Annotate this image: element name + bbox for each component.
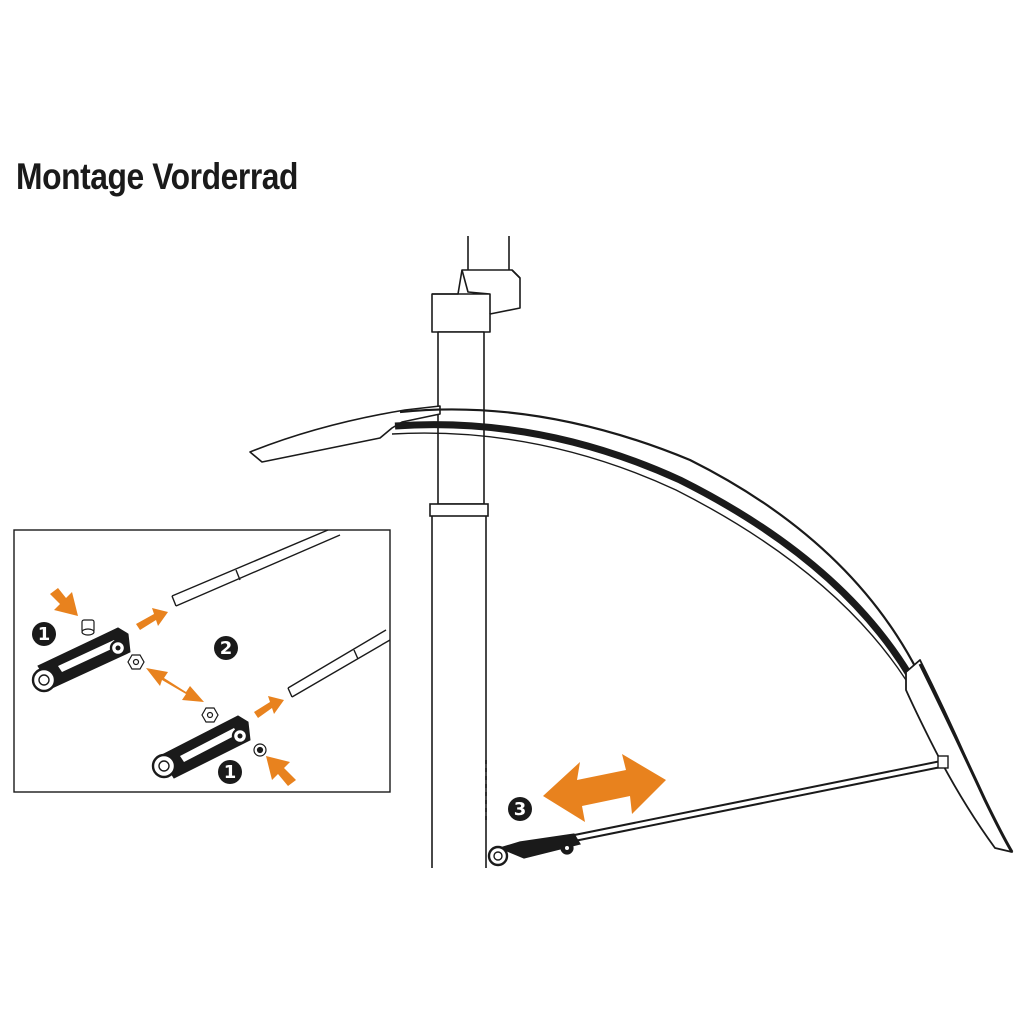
inset-bolt-lower: [253, 743, 267, 757]
step-number-1b: 1: [224, 762, 237, 783]
step-badge-1a: 1: [32, 622, 56, 646]
detail-inset: 1 2 1: [13, 529, 391, 793]
fender-arc-inner: [391, 432, 907, 681]
arrow-icon: [136, 608, 168, 630]
fender: [249, 405, 1014, 853]
step-badge-3: 3: [508, 797, 532, 821]
step-number-3: 3: [514, 799, 527, 820]
fender-stay: [487, 755, 949, 867]
inset-nut-upper: [127, 654, 145, 670]
inset-rod-upper: [171, 529, 341, 607]
step-badge-2: 2: [214, 636, 238, 660]
step-number-1a: 1: [38, 624, 51, 645]
step-number-2: 2: [220, 638, 233, 659]
fork-crown-face: [432, 269, 521, 314]
clamp-upper-highlight: [58, 640, 118, 672]
stay-rod-b: [519, 765, 947, 853]
fork-stanchion: [437, 331, 485, 505]
inset-nut-lower: [201, 707, 219, 723]
double-arrow-icon: [146, 668, 204, 702]
stay-rod-a: [519, 759, 947, 847]
stay-end-cap: [937, 755, 949, 769]
arrow-icon: [50, 588, 78, 616]
step-badge-icon: [218, 760, 242, 784]
inset-arrows: [50, 588, 296, 786]
clamp-upper-bolt-center: [115, 645, 121, 651]
fender-arc-band: [394, 421, 913, 678]
clamp-lower-bolt-center: [237, 733, 243, 739]
page-title: Montage Vorderrad: [16, 156, 299, 197]
inset-clamp-upper: [31, 627, 131, 693]
step-badge-icon: [508, 797, 532, 821]
fork-assembly: [431, 236, 521, 505]
inset-clamp-lower: [151, 715, 251, 779]
arrow-icon: [266, 756, 296, 786]
fender-front-tip: [249, 405, 441, 463]
step-badge-icon: [214, 636, 238, 660]
step-badge-icon: [32, 622, 56, 646]
clamp-lower-eyelet-hole: [158, 760, 170, 772]
double-arrow-icon: [543, 754, 666, 822]
fork-slider-top: [429, 503, 489, 517]
inset-rod-lower: [287, 629, 391, 698]
fender-arc-outer: [399, 408, 919, 673]
fork-crown: [431, 269, 521, 333]
stay-clamp-body: [498, 833, 581, 859]
arrow-icon: [254, 696, 284, 718]
stay-clamp-bolt-center: [565, 846, 569, 850]
step-badge-1b: 1: [218, 760, 242, 784]
clamp-upper-eyelet-hole: [38, 674, 50, 686]
inset-bolt-upper: [81, 619, 95, 636]
stay-eyelet-hole: [493, 851, 503, 861]
fender-rear-flap-edge: [918, 663, 1014, 853]
fork-lower-leg: [429, 503, 489, 868]
clamp-lower-highlight: [180, 728, 238, 762]
